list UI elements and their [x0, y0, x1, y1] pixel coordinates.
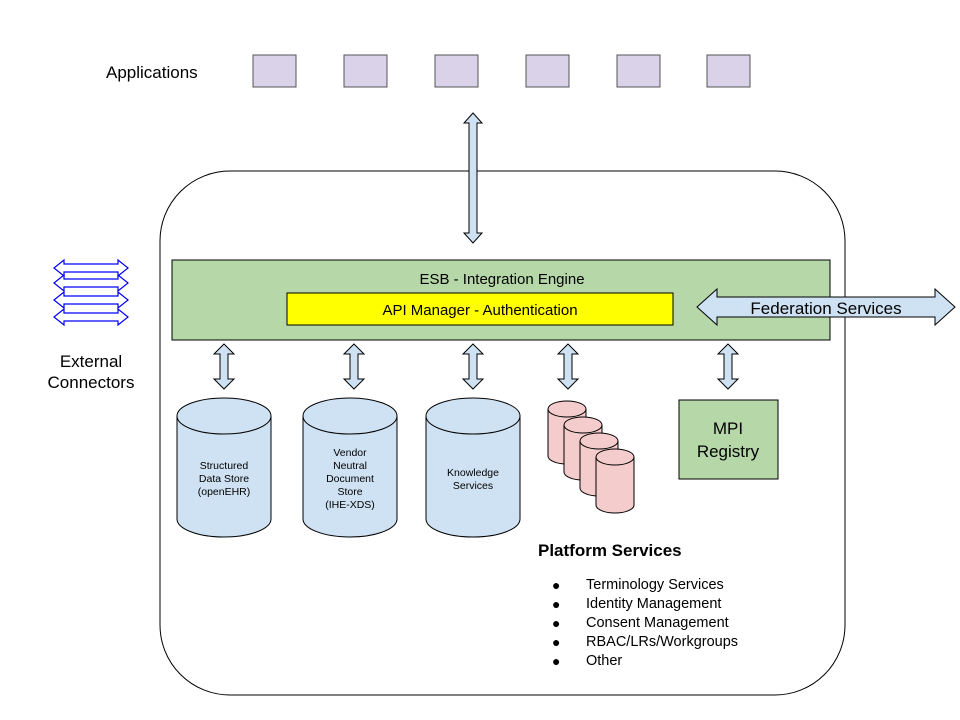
- bullet-icon: ●: [552, 577, 561, 593]
- application-box: [706, 54, 751, 88]
- platform-service-label: Identity Management: [586, 596, 722, 612]
- store-label-line: Data Store: [199, 473, 249, 485]
- platform-services-title: Platform Services: [538, 541, 682, 560]
- platform-services-list: ● Terminology Services ● Identity Managemen…: [540, 576, 738, 671]
- knowledge-services-store: [425, 397, 521, 538]
- platform-service-label: Other: [586, 653, 623, 669]
- federation-services-label: Federation Services: [750, 299, 901, 318]
- platform-service-label: Terminology Services: [586, 577, 724, 593]
- platform-service-item: ● Other: [540, 652, 738, 671]
- api-manager-label: API Manager - Authentication: [382, 302, 577, 319]
- application-box: [252, 54, 297, 88]
- external-connectors-label-line2: Connectors: [48, 373, 135, 392]
- mpi-registry-label-line1: MPI: [713, 419, 743, 438]
- application-boxes: [252, 54, 751, 88]
- esb-store-arrows: [212, 343, 740, 390]
- external-connectors-icon: [53, 258, 129, 327]
- store-label-line: Structured: [200, 460, 249, 472]
- bullet-icon: ●: [552, 634, 561, 650]
- external-connectors-label-line1: External: [60, 352, 122, 371]
- bullet-icon: ●: [552, 596, 561, 612]
- platform-service-item: ● RBAC/LRs/Workgroups: [540, 633, 738, 652]
- platform-service-label: Consent Management: [586, 615, 729, 631]
- applications-label: Applications: [106, 63, 198, 82]
- arrow-to-knowledge-services: [461, 343, 485, 390]
- api-manager-box: [286, 292, 674, 326]
- document-store: [302, 397, 398, 538]
- store-label-line: Document: [326, 473, 374, 485]
- application-box: [616, 54, 661, 88]
- federation-services-arrow: [696, 287, 956, 327]
- structured-data-store: [176, 397, 272, 538]
- platform-service-item: ● Identity Management: [540, 595, 738, 614]
- mpi-registry-label-line2: Registry: [697, 442, 760, 461]
- arrow-to-document-store: [342, 343, 366, 390]
- mpi-registry-box: [678, 399, 779, 480]
- platform-service-item: ● Terminology Services: [540, 576, 738, 595]
- arrow-to-db-stack: [556, 343, 580, 390]
- apps-esb-arrow: [462, 112, 484, 244]
- store-label-line: (IHE-XDS): [325, 499, 375, 511]
- application-box: [343, 54, 388, 88]
- store-label-line: (openEHR): [198, 486, 251, 498]
- store-label-line: Knowledge: [447, 467, 499, 479]
- bullet-icon: ●: [552, 653, 561, 669]
- platform-service-item: ● Consent Management: [540, 614, 738, 633]
- application-box: [434, 54, 479, 88]
- arrow-to-structured-store: [212, 343, 236, 390]
- store-label-line: Neutral: [333, 460, 367, 472]
- esb-label: ESB - Integration Engine: [419, 271, 584, 288]
- database-stack-icon: [547, 400, 635, 514]
- arrow-to-mpi-registry: [716, 343, 740, 390]
- platform-service-label: RBAC/LRs/Workgroups: [586, 634, 739, 650]
- application-box: [525, 54, 570, 88]
- store-label-line: Store: [337, 486, 362, 498]
- store-label-line: Vendor: [333, 447, 367, 459]
- bullet-icon: ●: [552, 615, 561, 631]
- store-label-line: Services: [453, 480, 493, 492]
